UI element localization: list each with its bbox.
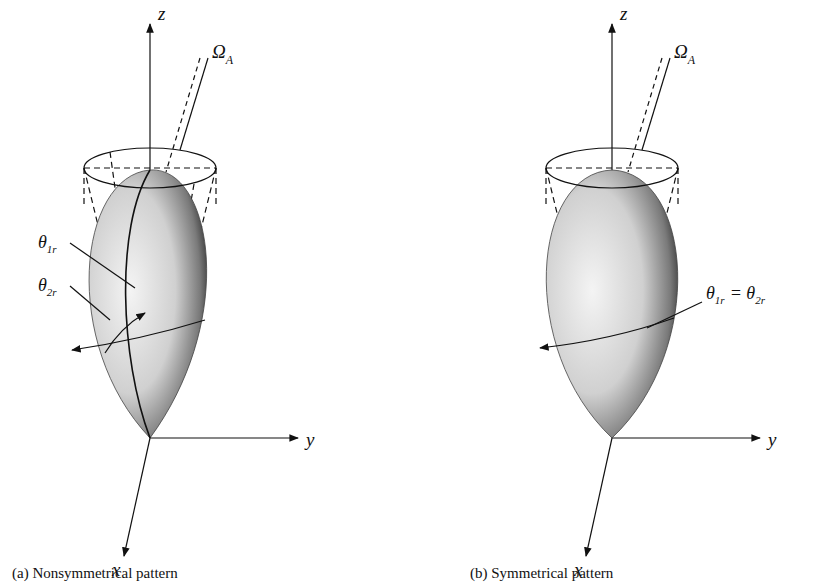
cone-line: [546, 168, 678, 438]
angle-symbol: θ: [706, 284, 715, 302]
leader-line: [180, 58, 208, 150]
beam-cylinder-top: [84, 148, 216, 188]
beamwidth-arc: [105, 313, 145, 353]
leader-line: [642, 58, 670, 150]
subscript: A: [688, 54, 695, 66]
beam-cylinder-top: [546, 148, 678, 188]
x-axis: [124, 438, 150, 556]
axis-label: z: [620, 4, 627, 23]
radiation-lobe: [89, 170, 207, 438]
subscript: 1r: [47, 244, 57, 255]
radiation-lobe: [546, 170, 677, 438]
pattern-b: [540, 24, 760, 556]
solid-angle-symbol: Ω: [212, 42, 226, 61]
cylinder-diameter: [546, 167, 678, 168]
cylinder-diameter: [84, 167, 216, 168]
beamwidth-arc: [72, 320, 205, 350]
beamwidth-arc: [540, 318, 674, 348]
lobe-section: [126, 170, 150, 438]
axis-label: y: [768, 430, 776, 449]
solid-angle-symbol: Ω: [674, 42, 688, 61]
pattern-a: [70, 24, 298, 556]
figure-caption: (b) Symmetrical pattern: [470, 566, 613, 581]
cone-line: [84, 152, 216, 438]
axis-label: y: [306, 430, 314, 449]
cylinder-side: [84, 168, 216, 208]
leader-line: [628, 58, 662, 172]
x-axis: [586, 438, 612, 556]
leader-line: [70, 243, 135, 288]
subscript: 1r: [715, 295, 725, 306]
figure-caption: (a) Nonsymmetrical pattern: [12, 566, 178, 581]
subscript: A: [226, 54, 233, 66]
leader-line: [166, 58, 200, 172]
angle-symbol: θ: [38, 276, 47, 294]
angle-symbol: θ: [38, 233, 47, 251]
y-axis: [612, 437, 760, 438]
subscript: 2r: [755, 295, 765, 306]
cylinder-side: [546, 168, 678, 208]
angle-symbol: = θ: [730, 284, 756, 302]
subscript: 2r: [47, 287, 57, 298]
y-axis: [150, 437, 298, 438]
leader-line: [70, 286, 110, 320]
axis-label: z: [158, 4, 165, 23]
